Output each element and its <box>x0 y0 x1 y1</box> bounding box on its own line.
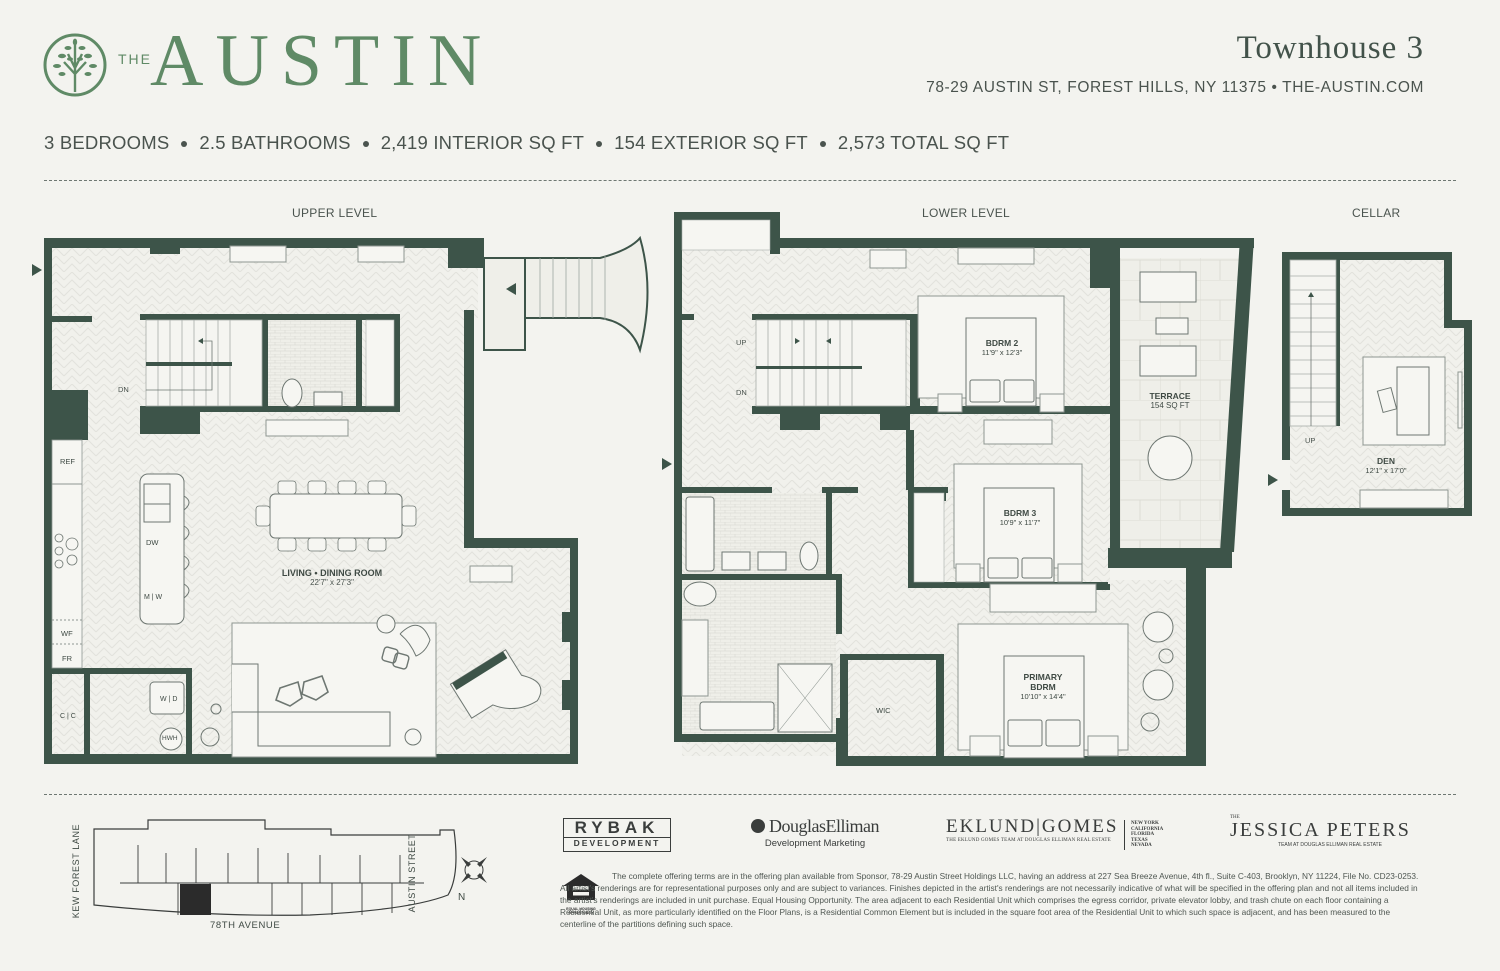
divider-top <box>44 180 1456 181</box>
address-line: 78-29 AUSTIN ST, FOREST HILLS, NY 11375 … <box>926 79 1424 97</box>
eklund-gomes-logo: EKLUND|GOMES THE EKLUND GOMES TEAM AT DO… <box>946 816 1119 843</box>
room-bdrm-2: BDRM 2 11'9" x 12'3" <box>981 338 1023 357</box>
tree-emblem-icon <box>43 33 107 97</box>
label-fr: FR <box>62 654 72 663</box>
spec-bedrooms: 3 BEDROOMS <box>44 132 170 153</box>
svg-text:UP: UP <box>736 338 746 347</box>
label-wic: WIC <box>876 706 891 715</box>
room-den: DEN 12'1" x 17'0" <box>1365 456 1407 475</box>
website-link[interactable]: THE-AUSTIN.COM <box>1282 79 1424 96</box>
lower-level-label: LOWER LEVEL <box>922 206 1010 220</box>
douglas-elliman-wordmark: DouglasElliman <box>735 816 895 837</box>
brand-prefix: THE <box>118 51 152 67</box>
cellar-label: CELLAR <box>1352 206 1401 220</box>
label-dw: DW <box>146 538 159 547</box>
legal-disclaimer: The complete offering terms are in the o… <box>560 871 1419 929</box>
lower-level-plan <box>662 212 1254 766</box>
label-wf: WF <box>61 629 73 638</box>
floor-plans: DN <box>32 212 1472 766</box>
upper-level-label: UPPER LEVEL <box>292 206 378 220</box>
douglas-elliman-logo: DouglasElliman Development Marketing <box>735 816 895 849</box>
bullet <box>362 141 369 148</box>
room-terrace: TERRACE 154 SQ FT <box>1149 391 1191 410</box>
compass-north-label: N <box>458 892 466 903</box>
upper-level-plan <box>32 235 649 764</box>
brand-name: AUSTIN <box>150 20 494 102</box>
cellar-plan <box>1268 252 1472 516</box>
eklund-divider <box>1124 820 1125 850</box>
key-plan <box>93 819 487 916</box>
spec-exterior-sqft: 154 EXTERIOR SQ FT <box>614 132 808 153</box>
bullet <box>181 141 188 148</box>
label-wd: W | D <box>160 696 178 703</box>
street-78th-avenue: 78TH AVENUE <box>210 920 281 931</box>
jessica-peters-logo: THE JESSICA PETERS TEAM AT DOUGLAS ELLIM… <box>1230 815 1411 848</box>
label-cc: C | C <box>60 713 76 720</box>
svg-text:DN: DN <box>736 388 747 397</box>
separator-dot: • <box>1271 79 1283 96</box>
compass-icon <box>461 857 487 883</box>
spec-total-sqft: 2,573 TOTAL SQ FT <box>837 132 1010 153</box>
bullet <box>819 141 826 148</box>
svg-text:UP: UP <box>1305 436 1315 445</box>
label-hwh: HWH <box>162 735 178 742</box>
equal-housing-logo: EQUAL HOUSING OPPORTUNITY <box>561 872 601 915</box>
stairs-dn-label: DN <box>118 385 129 394</box>
label-ref: REF <box>60 457 75 466</box>
label-mw: M | W <box>144 594 163 601</box>
street-kew-forest-lane: KEW FOREST LANE <box>71 823 81 919</box>
room-living-dining: LIVING • DINING ROOM 22'7" x 27'3" <box>281 568 383 587</box>
equal-housing-icon <box>563 874 599 900</box>
room-bdrm-3: BDRM 3 10'9" x 11'7" <box>999 508 1041 527</box>
de-emblem-icon <box>751 819 765 833</box>
rybak-logo: RYBAK DEVELOPMENT <box>563 818 671 852</box>
page-title: Townhouse 3 <box>1236 30 1424 66</box>
divider-bottom <box>44 794 1456 795</box>
spec-interior-sqft: 2,419 INTERIOR SQ FT <box>380 132 585 153</box>
brand-logo <box>42 32 472 100</box>
eklund-states: NEW YORK CALIFORNIA FLORIDA TEXAS NEVADA <box>1131 821 1164 849</box>
spec-bathrooms: 2.5 BATHROOMS <box>199 132 351 153</box>
unit-specs: 3 BEDROOMS 2.5 BATHROOMS 2,419 INTERIOR SQ… <box>44 132 1009 154</box>
unit-highlight <box>180 884 211 915</box>
bullet <box>596 141 603 148</box>
address: 78-29 AUSTIN ST, FOREST HILLS, NY 11375 <box>926 79 1267 96</box>
room-primary-bdrm: PRIMARY BDRM 10'10" x 14'4" <box>1020 672 1066 701</box>
street-austin-street: AUSTIN STREET <box>407 833 417 913</box>
